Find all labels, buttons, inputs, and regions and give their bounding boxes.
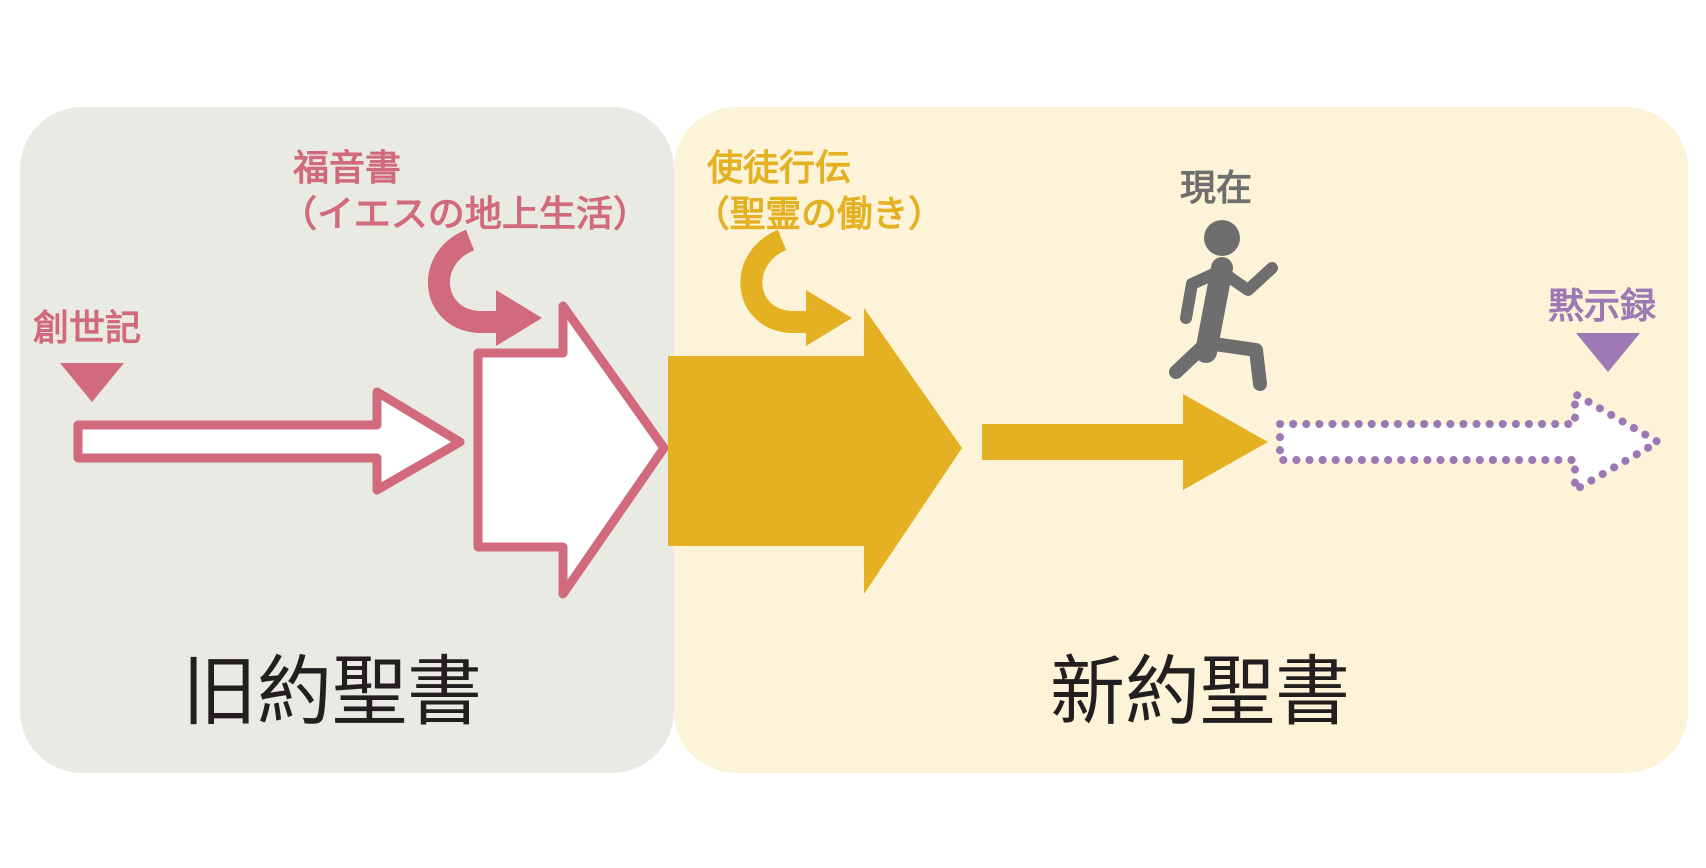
genesis-label: 創世記 [33, 308, 141, 349]
gospels-label: 福音書 [292, 148, 401, 189]
new-testament-title: 新約聖書 [1050, 647, 1350, 736]
acts-big-arrow [668, 308, 962, 594]
new-testament-small-arrow [982, 394, 1268, 490]
revelation-label: 黙示録 [1548, 286, 1657, 327]
gospels-curved-pointer-icon [428, 229, 542, 346]
acts-label: 使徒行伝 [707, 148, 851, 189]
revelation-marker-triangle [1576, 333, 1640, 372]
future-dotted-arrow [1276, 390, 1662, 494]
old-testament-title: 旧約聖書 [182, 647, 482, 736]
old-testament-small-arrow [73, 387, 465, 495]
genesis-marker-triangle [60, 363, 124, 402]
walking-person-icon [1169, 220, 1278, 391]
gospels-note-label: （イエスの地上生活） [280, 194, 650, 235]
acts-note-label: （聖霊の働き） [694, 194, 944, 235]
gospels-big-arrow [473, 301, 669, 599]
present-label: 現在 [1180, 168, 1252, 209]
acts-curved-pointer-icon [740, 229, 852, 346]
